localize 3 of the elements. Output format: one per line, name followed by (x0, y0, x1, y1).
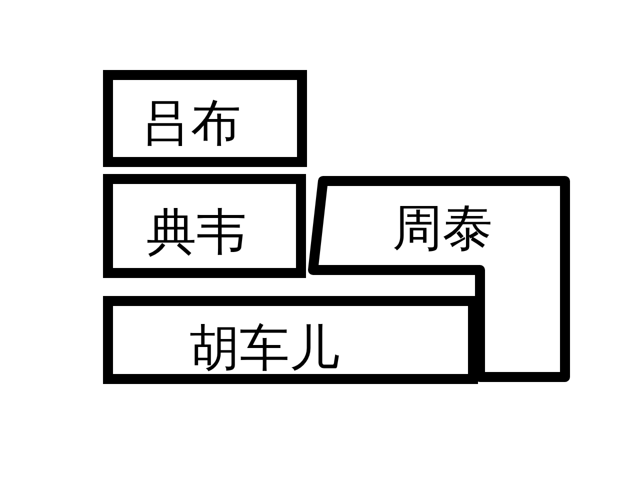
puzzle-block: 胡车儿 (103, 296, 478, 384)
puzzle-block: 吕布 (103, 70, 307, 167)
puzzle-block: 典韦 (103, 174, 306, 278)
